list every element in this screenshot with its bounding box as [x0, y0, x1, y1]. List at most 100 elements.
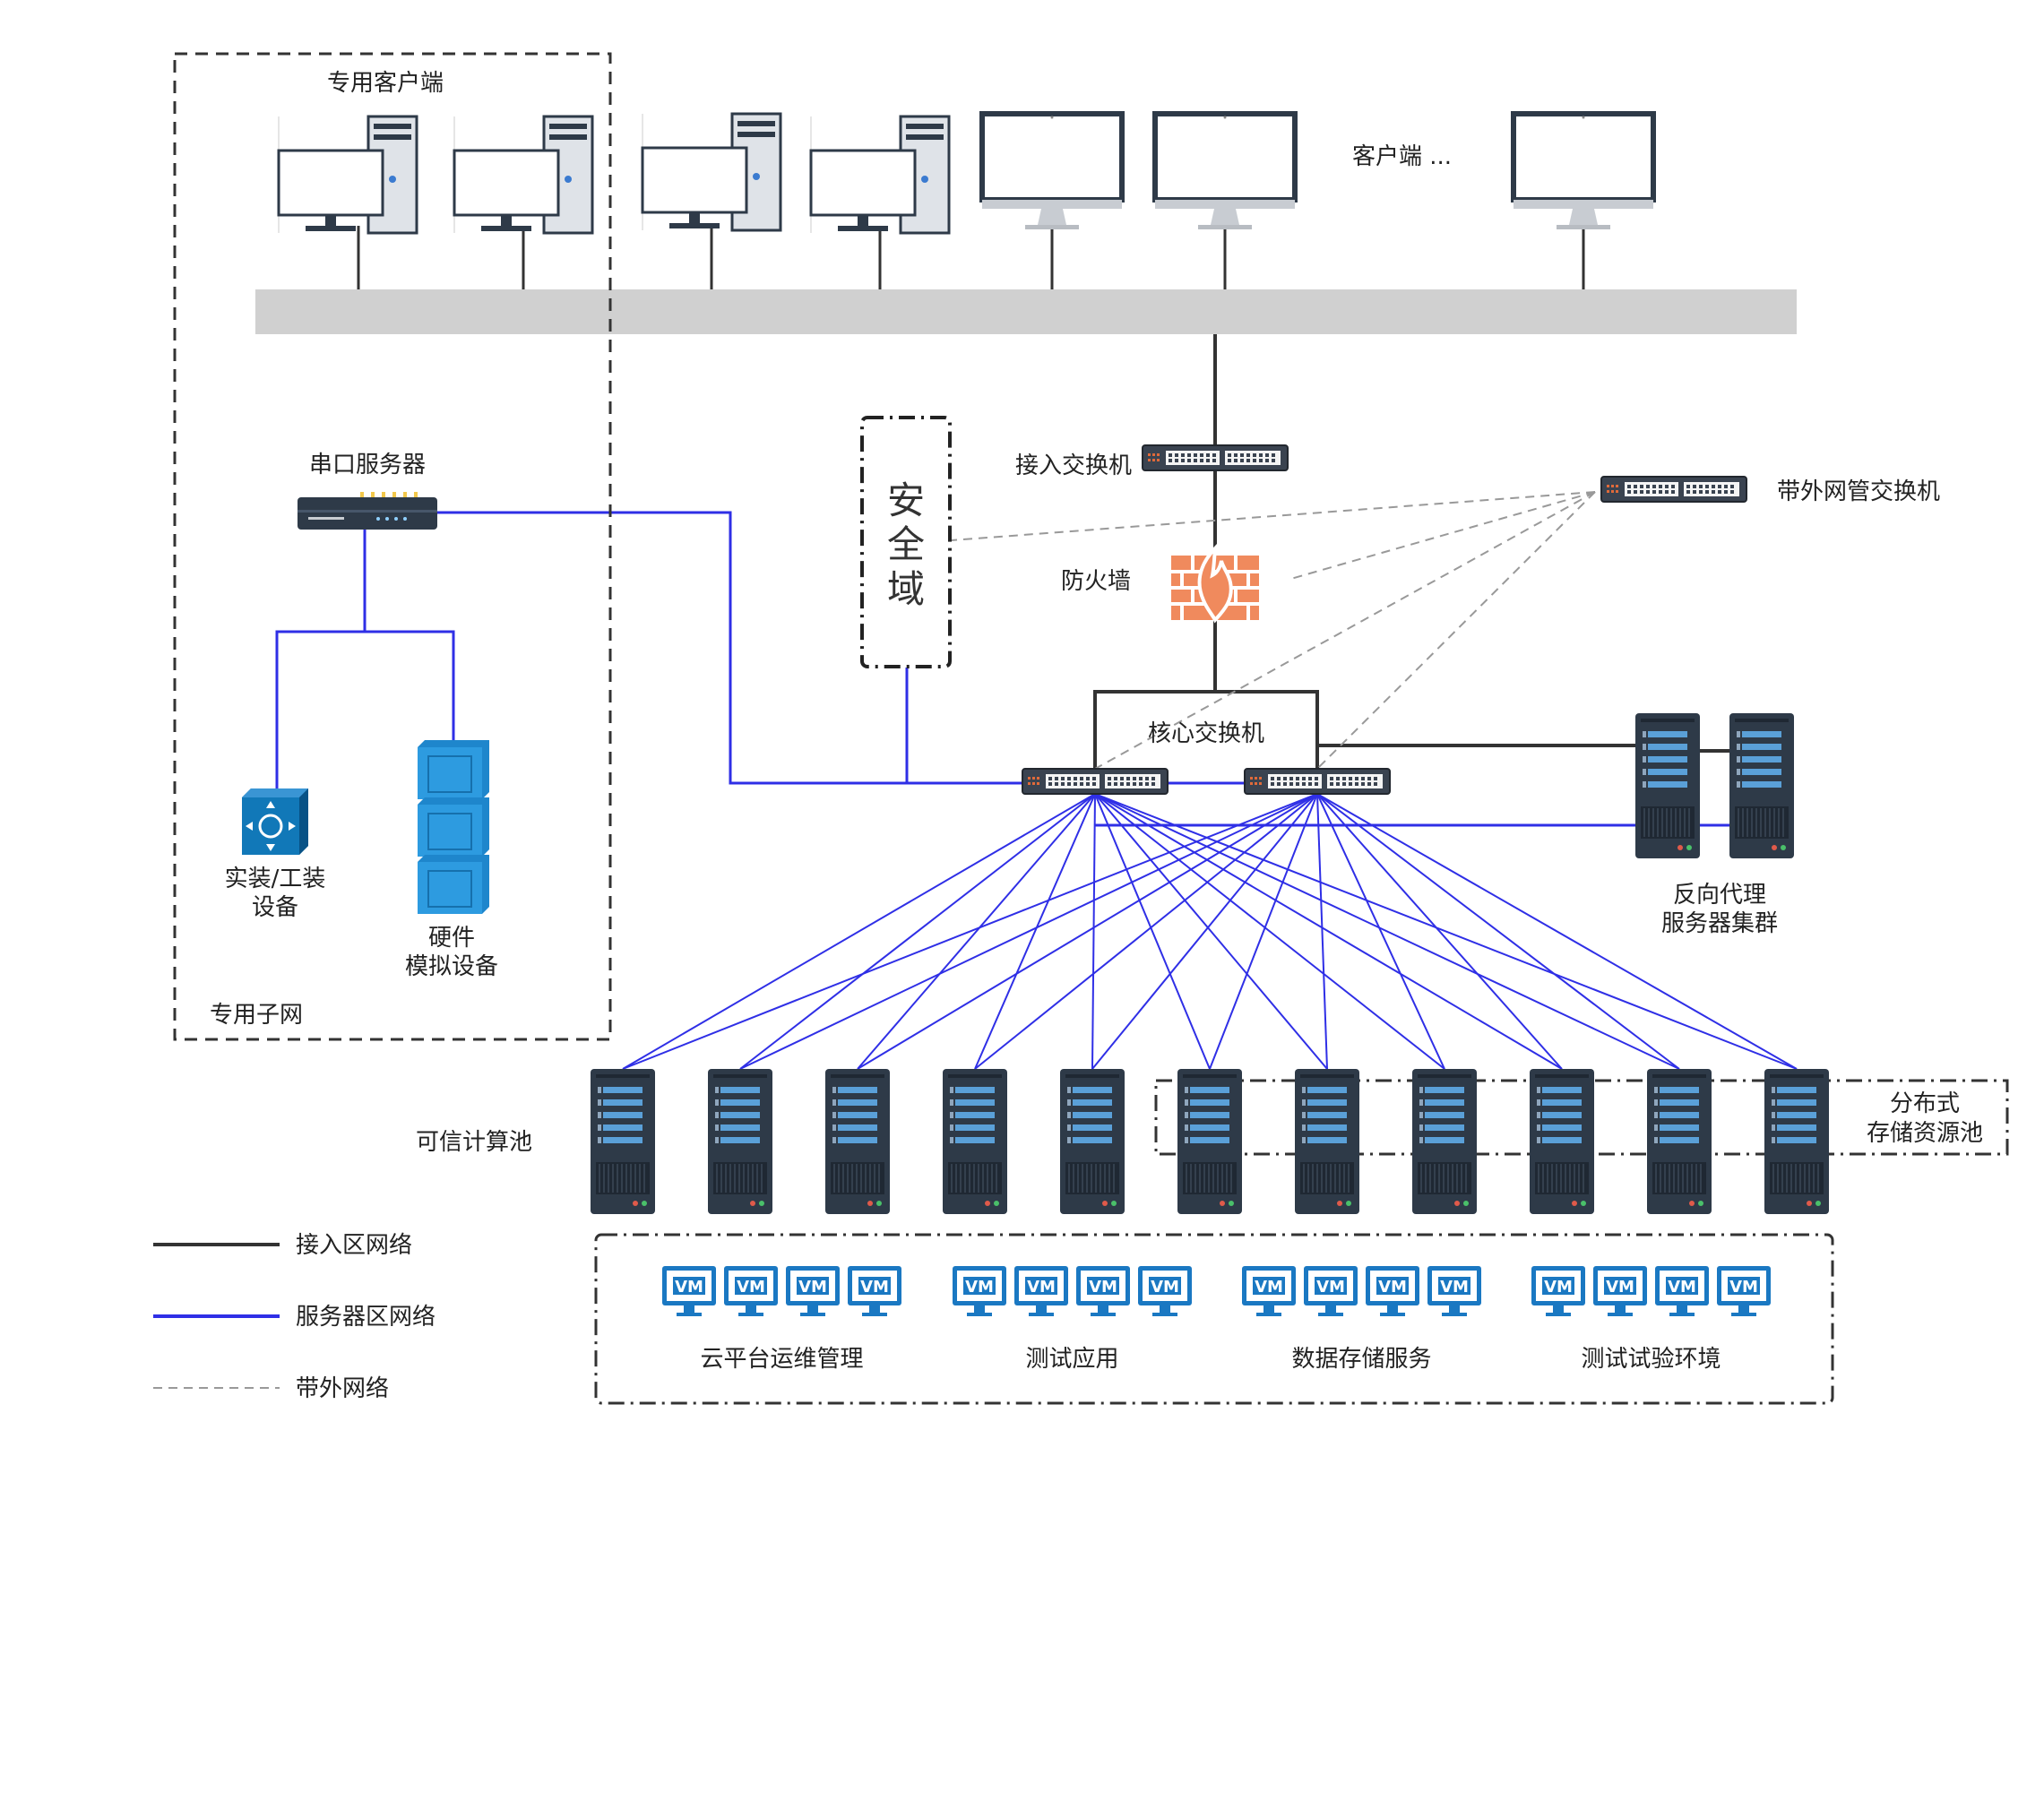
legend-label-server: 服务器区网络 [296, 1304, 436, 1331]
client-devices [277, 112, 1653, 235]
compute-server [1411, 1068, 1478, 1215]
trusted-compute-servers [590, 1068, 1830, 1215]
fanout-line [622, 793, 1096, 1070]
dedicated-client-pc-2 [453, 115, 594, 235]
core-switch-2-icon [1244, 768, 1391, 795]
vm-group-label: 云平台运维管理 [700, 1346, 863, 1373]
security-domain-char-3: 域 [887, 567, 925, 611]
access-switch-icon [1142, 444, 1289, 471]
fanout-line [974, 793, 1318, 1070]
fanout-line [1316, 793, 1445, 1070]
fanout-line [974, 793, 1096, 1070]
vm-icon-text: VM [737, 1278, 765, 1297]
client-pc-3 [641, 112, 782, 232]
client-drop-lines [357, 226, 1585, 289]
legend-item-oob: 带外网络 [153, 1375, 389, 1402]
legend-label-oob: 带外网络 [296, 1375, 389, 1402]
fanout-line [1094, 793, 1328, 1070]
vm-group-label: 测试应用 [1025, 1346, 1118, 1373]
legend-item-access: 接入区网络 [153, 1232, 412, 1259]
field-device-label-line1: 实装/工装 [225, 866, 326, 892]
field-device-icon [242, 788, 308, 855]
client-more-label: 客户端 ... [1352, 143, 1452, 170]
vm-icon-text: VM [1316, 1278, 1345, 1297]
fanout-line [1316, 793, 1680, 1070]
server-network-lines [275, 511, 1729, 829]
fanout-line [1091, 793, 1096, 1070]
connection-lines [255, 226, 1798, 1070]
firewall-icon [1171, 543, 1259, 624]
compute-server [1529, 1068, 1595, 1215]
private-subnet-label: 专用子网 [210, 1002, 303, 1029]
hw-sim-label-line1: 硬件 [428, 925, 475, 952]
access-switch-label: 接入交换机 [1015, 452, 1132, 479]
fanout-line [1316, 793, 1798, 1070]
serial-server-icon [298, 492, 437, 530]
vm-icon-text: VM [965, 1278, 994, 1297]
compute-server [1059, 1068, 1125, 1215]
compute-server [707, 1068, 773, 1215]
vm-group-label: 测试试验环境 [1581, 1346, 1721, 1373]
fanout-line [857, 793, 1096, 1070]
core-switch-1-icon [1022, 768, 1169, 795]
compute-server [1177, 1068, 1243, 1215]
fanout-line [739, 793, 1318, 1070]
vm-icon-text: VM [1027, 1278, 1056, 1297]
oob-switch-label: 带外网管交换机 [1777, 478, 1940, 505]
access-chain-lines [1093, 334, 1729, 771]
reverse-proxy-label-line2: 服务器集群 [1661, 910, 1778, 937]
vm-icon-text: VM [1668, 1278, 1696, 1297]
compute-server [590, 1068, 656, 1215]
client-pc-4 [809, 115, 951, 235]
compute-server [1294, 1068, 1360, 1215]
vm-group-label: 数据存储服务 [1291, 1346, 1431, 1373]
vm-icon-text: VM [1544, 1278, 1573, 1297]
fanout-line [1094, 793, 1445, 1070]
fanout-line [1316, 793, 1328, 1070]
fanout-line [1094, 793, 1211, 1070]
vm-groups: VM VM VM VM 云平台运维管理 VM VM VM VM 测试应用 VM VM VM VM 数据存储服… [662, 1266, 1771, 1373]
hw-sim-label-line2: 模拟设备 [405, 953, 498, 980]
vm-icon-text: VM [1151, 1278, 1179, 1297]
vm-group: VM VM VM VM 云平台运维管理 [662, 1266, 901, 1373]
vm-icon-text: VM [1255, 1278, 1283, 1297]
vm-pool-region [594, 1233, 1834, 1405]
client-monitor-3 [1514, 114, 1653, 229]
dedicated-client-label: 专用客户端 [327, 70, 444, 97]
reverse-proxy-server-2 [1729, 712, 1795, 859]
vm-icon-text: VM [1089, 1278, 1117, 1297]
trusted-pool-label: 可信计算池 [416, 1129, 532, 1156]
oob-network-lines [951, 491, 1596, 770]
vm-group: VM VM VM VM 测试应用 [953, 1266, 1192, 1373]
reverse-proxy-server-1 [1634, 712, 1701, 859]
client-monitor-1 [982, 114, 1122, 229]
compute-server [1764, 1068, 1830, 1215]
fanout-line [857, 793, 1318, 1070]
vm-icon-text: VM [798, 1278, 827, 1297]
field-device-label-line2: 设备 [252, 894, 298, 921]
vm-icon-text: VM [675, 1278, 703, 1297]
fanout-line [1316, 793, 1563, 1070]
fanout-line [1094, 793, 1680, 1070]
vm-icon-text: VM [1378, 1278, 1407, 1297]
compute-server [1646, 1068, 1712, 1215]
fanout-line [1209, 793, 1318, 1070]
vm-icon-text: VM [1729, 1278, 1758, 1297]
serial-server-label: 串口服务器 [309, 452, 426, 478]
private-subnet-region [173, 52, 612, 1041]
legend-label-access: 接入区网络 [296, 1232, 412, 1259]
vm-icon-text: VM [860, 1278, 889, 1297]
server-fanout-lines [622, 793, 1798, 1070]
fanout-line [739, 793, 1096, 1070]
vm-group: VM VM VM VM 测试试验环境 [1531, 1266, 1771, 1373]
firewall-label: 防火墙 [1061, 568, 1131, 595]
oob-switch-icon [1600, 476, 1747, 503]
security-domain-char-1: 安 [887, 478, 925, 522]
core-switch-label: 核心交换机 [1148, 720, 1264, 747]
reverse-proxy-label-line1: 反向代理 [1673, 882, 1766, 909]
client-network-bus [255, 289, 1797, 334]
security-domain-region [860, 416, 952, 668]
client-monitor-2 [1155, 114, 1295, 229]
vm-icon-text: VM [1606, 1278, 1634, 1297]
